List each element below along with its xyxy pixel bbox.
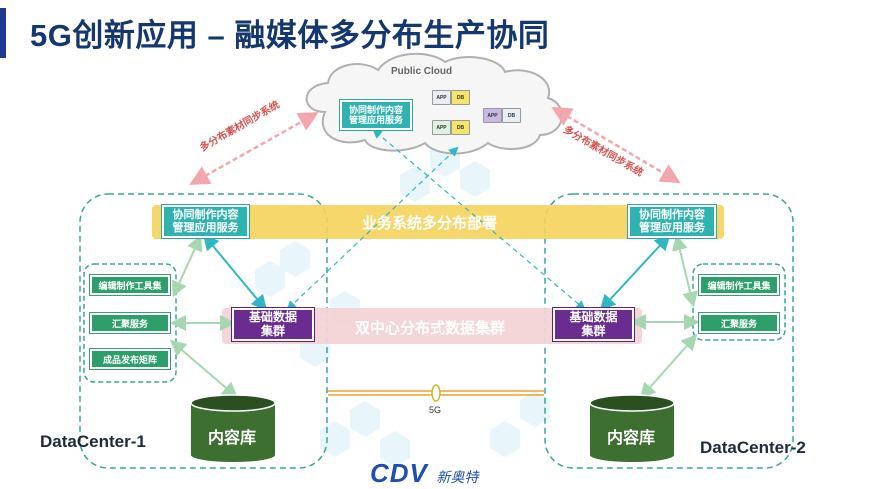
cloud-service-box: 协同制作内容管理应用服务 bbox=[339, 99, 413, 131]
cloud-label: Public Cloud bbox=[391, 66, 453, 77]
left-database-cylinder bbox=[190, 394, 276, 462]
right-data-cluster: 基础数据集群 bbox=[552, 307, 635, 342]
left-tool-publish: 成品发布矩阵 bbox=[89, 348, 171, 370]
left-service-to-cluster bbox=[202, 233, 268, 312]
cloud-module-db: DB bbox=[451, 90, 470, 105]
right-database-cylinder bbox=[589, 394, 675, 462]
data-band-label: 双中心分布式数据集群 bbox=[355, 320, 506, 337]
right-service-box: 协同制作内容管理应用服务 bbox=[627, 204, 717, 239]
5g-link-node bbox=[431, 384, 441, 402]
data-band bbox=[222, 308, 642, 344]
right-service-to-cluster bbox=[599, 234, 671, 311]
hexagon-background bbox=[255, 141, 550, 467]
right-tools-to-service bbox=[672, 234, 698, 308]
left-data-cluster: 基础数据集群 bbox=[231, 307, 315, 342]
page-title: 5G创新应用 – 融媒体多分布生产协同 bbox=[30, 18, 550, 53]
right-database-label: 内容库 bbox=[607, 430, 656, 447]
sync-arrow-left bbox=[189, 112, 319, 185]
cdv-logo-subtext: 新奥特 bbox=[436, 469, 479, 485]
left-service-box: 协同制作内容管理应用服务 bbox=[161, 204, 250, 239]
5g-link-label: 5G bbox=[429, 405, 442, 415]
cdv-logo-text: CDV bbox=[370, 458, 428, 488]
right-tool-edit: 编辑制作工具集 bbox=[698, 274, 780, 296]
right-tool-aggregate: 汇聚服务 bbox=[698, 312, 780, 334]
left-database-label: 内容库 bbox=[208, 430, 257, 447]
left-tool-aggregate: 汇聚服务 bbox=[89, 312, 171, 334]
left-tools-to-service bbox=[172, 234, 202, 298]
cloud-module-app: APP bbox=[483, 108, 502, 123]
cloud-to-left-cluster bbox=[286, 146, 459, 311]
title-accent-bar bbox=[0, 8, 6, 58]
cloud-module-app: APP bbox=[432, 120, 451, 135]
cloud-module-db: DB bbox=[502, 108, 521, 123]
business-band-label: 业务系统多分布部署 bbox=[362, 215, 498, 232]
datacenter-2-label: DataCenter-2 bbox=[700, 438, 806, 457]
right-tools-to-db bbox=[639, 334, 698, 399]
cdv-logo: CDV 新奥特 bbox=[370, 458, 478, 489]
left-tool-edit: 编辑制作工具集 bbox=[89, 274, 171, 296]
sync-arrow-right bbox=[551, 106, 681, 184]
cloud-module-db: DB bbox=[451, 120, 470, 135]
left-tools-to-db bbox=[169, 339, 239, 399]
datacenter-1-label: DataCenter-1 bbox=[40, 432, 146, 451]
cloud-module-app: APP bbox=[432, 90, 451, 105]
